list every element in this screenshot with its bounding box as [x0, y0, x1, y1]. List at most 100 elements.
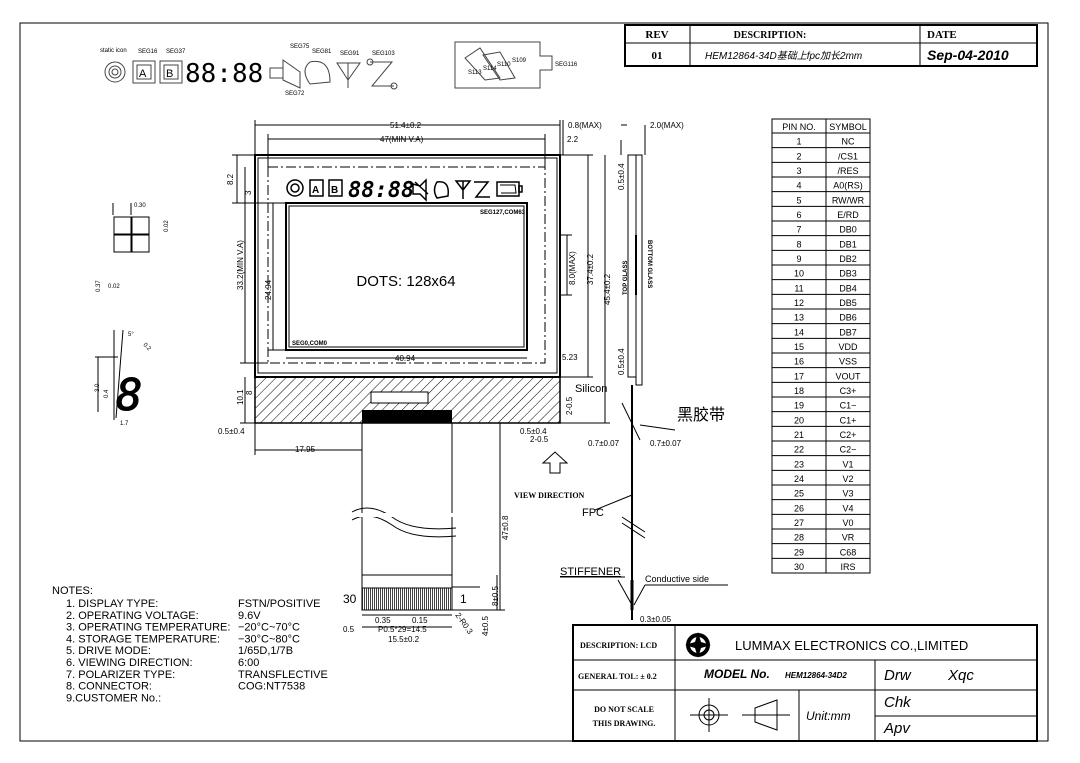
pin-symbol: VOUT: [835, 371, 861, 381]
front-dimensions: 51.4±0.2 47(MIN V.A) 0.8(MAX) 2.2 8.2 3 …: [218, 121, 612, 454]
svg-text:0.4: 0.4: [104, 389, 110, 398]
pin-number: 17: [794, 371, 804, 381]
svg-text:Silicon: Silicon: [575, 383, 607, 395]
corner-label-bottom-left: SEG0,COM0: [292, 341, 328, 347]
svg-text:TOP GLASS: TOP GLASS: [623, 261, 629, 295]
pin-number: 12: [794, 298, 804, 308]
pin-number: 24: [794, 474, 804, 484]
pin-row: 11 DB4: [794, 283, 856, 293]
dots-label: DOTS: 128x64: [356, 273, 455, 290]
note-value: COG:NT7538: [238, 681, 305, 693]
pin-symbol: /RES: [837, 166, 858, 176]
svg-text:0.5±0.4: 0.5±0.4: [617, 348, 626, 375]
svg-text:0.15: 0.15: [412, 616, 428, 625]
pin-number: 21: [794, 430, 804, 440]
svg-text:A: A: [139, 68, 147, 80]
pin-symbol: VSS: [839, 357, 857, 367]
svg-text:S114: S114: [483, 66, 497, 72]
note-label: 3. OPERATING TEMPERATURE:: [66, 622, 230, 634]
pixel-detail: 0.30 0.02 0.37 0.02: [96, 203, 170, 292]
svg-text:8: 8: [116, 370, 143, 421]
pin-number: 19: [794, 401, 804, 411]
pin-symbol: C2+: [840, 430, 857, 440]
rev-header: REV: [645, 29, 668, 41]
svg-text:THIS DRAWING.: THIS DRAWING.: [593, 719, 656, 728]
svg-text:Conductive side: Conductive side: [645, 574, 709, 584]
svg-text:MODEL No.: MODEL No.: [704, 667, 770, 681]
svg-text:0.5±0.4: 0.5±0.4: [218, 427, 245, 436]
svg-text:8±0.5: 8±0.5: [491, 585, 500, 606]
svg-text:3.0: 3.0: [95, 383, 101, 392]
side-view: 2.0(MAX) 0.5±0.4 0.5±0.4 TOP GLASS BOTTO…: [560, 121, 728, 624]
pin-symbol: DB4: [839, 283, 857, 293]
note-label: 9.CUSTOMER No.:: [66, 692, 161, 704]
svg-text:0.37: 0.37: [96, 280, 102, 292]
driver-ic: [362, 410, 452, 423]
pin-number: 11: [794, 283, 803, 293]
pin-number: 2: [796, 151, 801, 161]
note-label: 4. STORAGE TEMPERATURE:: [66, 633, 220, 645]
note-label: 5. DRIVE MODE:: [66, 645, 151, 657]
pin-row: 8 DB1: [796, 239, 856, 249]
pin-row: 3/RES: [796, 166, 858, 176]
svg-text:0.5±0.4: 0.5±0.4: [617, 163, 626, 190]
pin-number: 20: [794, 415, 804, 425]
pin-symbol: V1: [842, 459, 853, 469]
pin-number: 30: [794, 562, 804, 572]
rev-description: HEM12864-34D基础上fpc加长2mm: [705, 50, 862, 62]
pin-row: 26 V4: [794, 503, 854, 513]
pin-number: 9: [796, 254, 801, 264]
svg-text:0.2: 0.2: [142, 342, 153, 353]
svg-text:S110: S110: [497, 62, 511, 68]
pin-number: 5: [796, 195, 801, 205]
pin-symbol: C3+: [840, 386, 857, 396]
pin-number: 13: [794, 313, 804, 323]
pin-no-header: PIN NO.: [782, 122, 816, 132]
note-label: 6. VIEWING DIRECTION:: [66, 657, 193, 669]
pin-symbol: V0: [842, 518, 853, 528]
svg-text:45.4±0.2: 45.4±0.2: [603, 273, 612, 305]
pin-number: 6: [796, 210, 801, 220]
svg-text:DO NOT SCALE: DO NOT SCALE: [594, 705, 654, 714]
svg-text:SEG72: SEG72: [285, 91, 305, 97]
svg-text:B: B: [331, 185, 338, 196]
pin-symbol: DB3: [839, 269, 857, 279]
pin-number: 14: [794, 327, 804, 337]
corner-label-top-right: SEG127,COM63: [480, 210, 526, 216]
view-direction-arrow-icon: [541, 451, 569, 474]
pin-symbol: RW/WR: [832, 195, 865, 205]
svg-text:8: 8: [245, 390, 254, 395]
note-value: 6:00: [238, 657, 259, 669]
note-value: −30°C~80°C: [238, 633, 300, 645]
svg-text:51.4±0.2: 51.4±0.2: [390, 121, 422, 130]
svg-text:SEG116: SEG116: [555, 62, 578, 68]
pin-row: 5 RW/WR: [796, 195, 864, 205]
date-header: DATE: [927, 29, 957, 41]
notes-title: NOTES:: [52, 585, 93, 597]
revision-block: REV DESCRIPTION: DATE 01 HEM12864-34D基础上…: [624, 24, 1038, 67]
pin-symbol: V4: [842, 503, 853, 513]
svg-text:40.94: 40.94: [395, 354, 416, 363]
view-direction-label: VIEW DIRECTION: [514, 491, 585, 500]
pin-number: 8: [796, 239, 801, 249]
pin-row: 2/CS1: [796, 151, 858, 161]
silicon-area: [370, 391, 429, 404]
svg-text:30: 30: [343, 592, 357, 606]
svg-text:A: A: [312, 185, 319, 196]
pin-number: 15: [794, 342, 804, 352]
digit-detail: 8 5° 0.2 3.0 0.4 1.7: [95, 329, 153, 427]
company-name: LUMMAX ELECTRONICS CO.,LIMITED: [735, 638, 968, 653]
description-header: DESCRIPTION:: [734, 30, 807, 41]
svg-text:5°: 5°: [128, 332, 134, 338]
svg-text:3: 3: [244, 190, 253, 195]
pin-number: 26: [794, 503, 804, 513]
pin-number: 29: [794, 547, 804, 557]
pin-symbol: DB1: [839, 239, 857, 249]
